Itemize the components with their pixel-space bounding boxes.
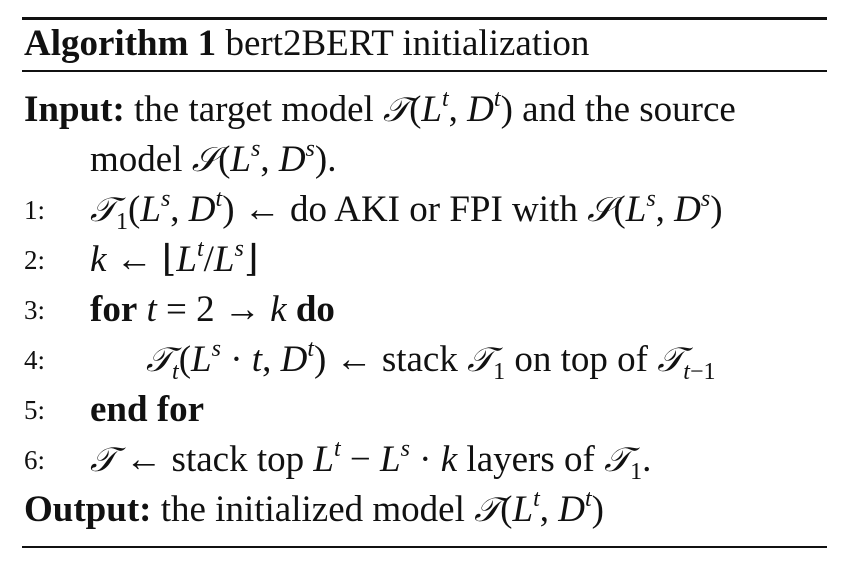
step-4-text-b: on top of <box>514 339 648 380</box>
keyword-for: for <box>90 289 138 330</box>
step-number: 3: <box>24 295 46 325</box>
caption-rule <box>22 70 827 72</box>
step-number: 1: <box>24 195 46 225</box>
keyword-do: do <box>295 289 335 330</box>
output-line: Output: the initialized model 𝒯(Lt, Dt) <box>24 486 604 532</box>
bottom-rule <box>22 546 827 548</box>
input-continuation: model 𝒮(Ls, Ds). <box>90 136 337 182</box>
step-statement: for t = 2 → k do <box>90 289 335 330</box>
algorithm-name: bert2BERT initialization <box>225 23 590 64</box>
input-text-b: and the source <box>522 89 736 130</box>
step-4-text-a: stack <box>381 339 458 380</box>
source-model-expr: 𝒮(Ls, Ds). <box>191 136 337 180</box>
step-number: 6: <box>24 445 46 475</box>
step-statement: k ← ⌊Lt/Ls⌋ <box>90 236 259 280</box>
step-number: 5: <box>24 395 46 425</box>
input-line: Input: the target model 𝒯(Lt, Dt) and th… <box>24 86 736 132</box>
step-statement: 𝒯t(Ls · t, Dt) ← stack 𝒯1 on top of 𝒯t−1 <box>146 336 716 385</box>
algorithm-label: Algorithm 1 <box>24 23 217 64</box>
input-text-a: the target model <box>134 89 374 130</box>
step-number: 4: <box>24 345 46 375</box>
target-model-expr: 𝒯(Lt, Dt) <box>383 86 513 130</box>
step-number: 2: <box>24 245 46 275</box>
output-label: Output: <box>24 489 152 530</box>
output-model-expr: 𝒯(Lt, Dt) <box>474 486 604 530</box>
input-text-c: model <box>90 139 183 180</box>
algorithm-caption: Algorithm 1 bert2BERT initialization <box>24 22 589 66</box>
top-rule <box>22 17 827 20</box>
step-6-text-b: layers of <box>466 439 595 480</box>
step-statement: 𝒯 ← stack top Lt − Ls · k layers of 𝒯1. <box>90 436 652 485</box>
input-label: Input: <box>24 89 125 130</box>
step-statement: 𝒯1(Ls, Dt) ← do AKI or FPI with 𝒮(Ls, Ds… <box>90 186 723 235</box>
output-text: the initialized model <box>160 489 465 530</box>
step-6-text-a: stack top <box>171 439 305 480</box>
step-1-text: do AKI or FPI with <box>290 189 578 230</box>
keyword-end-for: end for <box>90 389 205 430</box>
